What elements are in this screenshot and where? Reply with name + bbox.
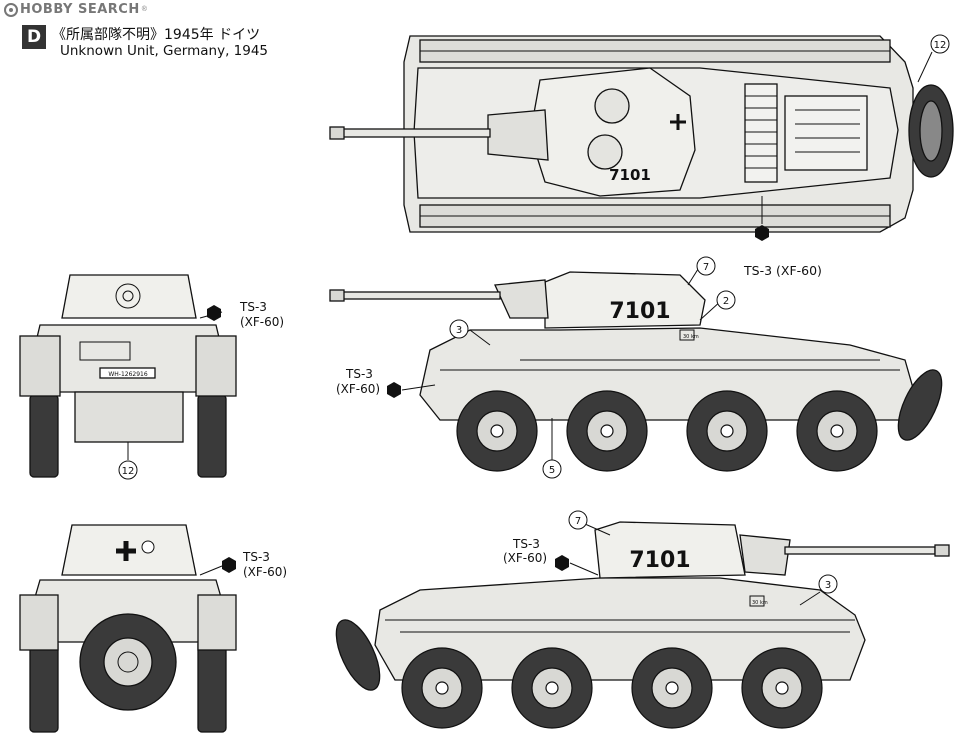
paint-label-rear-sub: (XF-60) bbox=[243, 565, 288, 579]
balkenkreuz-icon bbox=[116, 541, 136, 561]
caption-english: Unknown Unit, Germany, 1945 bbox=[60, 43, 269, 59]
right-turret-number: 7101 bbox=[609, 299, 670, 324]
svg-text:5: 5 bbox=[549, 465, 555, 476]
plate-letter-badge: D bbox=[22, 25, 46, 49]
callout-3: 3 bbox=[818, 574, 838, 594]
svg-text:3: 3 bbox=[825, 580, 831, 591]
watermark-text: HOBBY SEARCH bbox=[20, 2, 140, 17]
paint-hex-icon bbox=[755, 225, 769, 241]
callout-2: 2 bbox=[716, 290, 736, 310]
right-side-view-drawing: 7101 30 km 7 2 3 5 bbox=[329, 256, 943, 479]
svg-text:3: 3 bbox=[456, 325, 462, 336]
watermark-registered: ® bbox=[141, 6, 147, 13]
paint-label-right-code: TS-3 bbox=[346, 367, 373, 381]
paint-label-rear-code: TS-3 bbox=[243, 550, 270, 564]
hobby-search-logo-icon bbox=[4, 2, 18, 17]
top-view-drawing: 7101 12 bbox=[329, 34, 954, 241]
callout-3: 3 bbox=[449, 319, 469, 339]
paint-label-top: TS-3 (XF-60) bbox=[744, 263, 822, 278]
front-view-drawing: WH-1262916 12 bbox=[19, 274, 237, 480]
callout-5: 5 bbox=[542, 459, 562, 479]
paint-label-left-sub: (XF-60) bbox=[503, 551, 548, 565]
callout-7: 7 bbox=[696, 256, 716, 276]
rear-view-drawing bbox=[19, 524, 237, 733]
paint-label-left-code: TS-3 bbox=[513, 537, 540, 551]
svg-text:7: 7 bbox=[703, 262, 709, 273]
front-plate-number: WH-1262916 bbox=[108, 371, 148, 378]
left-distance-marking: 30 km bbox=[752, 600, 768, 606]
paint-hex-icon bbox=[555, 555, 569, 571]
left-turret-number: 7101 bbox=[629, 548, 690, 573]
svg-text:12: 12 bbox=[934, 40, 947, 51]
svg-text:12: 12 bbox=[122, 466, 135, 477]
paint-label-front-sub: (XF-60) bbox=[240, 315, 285, 329]
caption-japanese: 《所属部隊不明》1945年 ドイツ bbox=[52, 27, 261, 43]
callout-7: 7 bbox=[568, 510, 588, 530]
paint-hex-icon bbox=[387, 382, 401, 398]
paint-hex-icon bbox=[207, 305, 221, 321]
callout-12: 12 bbox=[118, 460, 138, 480]
paint-hex-icon bbox=[222, 557, 236, 573]
watermark: HOBBY SEARCH ® bbox=[4, 2, 147, 17]
svg-text:2: 2 bbox=[723, 296, 729, 307]
left-side-view-drawing: 7101 30 km 7 3 bbox=[335, 510, 950, 729]
callout-12: 12 bbox=[930, 34, 950, 54]
paint-label-front-code: TS-3 bbox=[240, 300, 267, 314]
svg-text:7: 7 bbox=[575, 516, 581, 527]
paint-label-right-sub: (XF-60) bbox=[336, 382, 381, 396]
top-turret-number: 7101 bbox=[609, 166, 651, 184]
right-distance-marking: 30 km bbox=[683, 334, 699, 340]
